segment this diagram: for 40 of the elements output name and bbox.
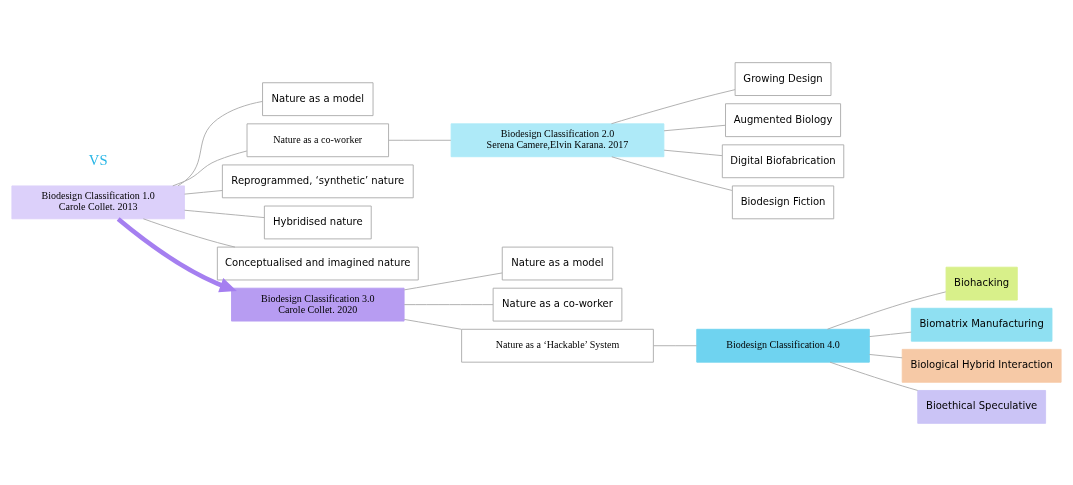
label: VS xyxy=(88,151,108,168)
node-box: Augmented Biology xyxy=(725,102,842,137)
node-box: Digital Biofabrication xyxy=(721,143,845,178)
node-box: Conceptualised and imagined nature xyxy=(216,246,419,280)
node-box: Biodesign Classification 3.0 Carole Collet. 2020 xyxy=(231,287,405,322)
node-box: Biomatrix Manufacturing xyxy=(910,307,1053,342)
connector xyxy=(403,272,503,290)
connector xyxy=(610,88,736,124)
connector xyxy=(663,124,726,131)
node-box: Nature as a ‘Hackable’ System xyxy=(461,328,654,363)
node-box: Nature as a co-worker xyxy=(492,287,623,322)
arrow xyxy=(116,216,237,292)
node-box: Biodesign Classification 4.0 xyxy=(696,328,870,363)
node-box: Nature as a model xyxy=(262,81,374,116)
node-box: Biodesign Classification 1.0 Carole Collet. 2013 xyxy=(11,184,185,219)
connector xyxy=(868,353,903,358)
connector xyxy=(184,209,265,218)
connector xyxy=(172,150,248,186)
connector xyxy=(829,361,919,391)
connector xyxy=(403,303,494,305)
connector xyxy=(611,155,733,191)
connector xyxy=(827,290,947,330)
node-box: Growing Design xyxy=(734,61,832,96)
connector xyxy=(184,189,223,195)
connector xyxy=(663,149,723,156)
node-box: Nature as a co-worker xyxy=(246,122,390,157)
connector xyxy=(868,331,912,337)
connector xyxy=(177,100,263,186)
node-box: Biodesign Fiction xyxy=(731,184,835,219)
node-box: Reprogrammed, ‘synthetic’ nature xyxy=(221,163,414,198)
connector xyxy=(388,139,452,141)
node-box: Hybridised nature xyxy=(263,205,372,239)
node-box: Nature as a model xyxy=(501,246,614,280)
connector xyxy=(403,318,462,330)
node-box: Biodesign Classification 2.0 Serena Camere,Elvin Karana. 2017 xyxy=(450,122,665,157)
node-box: Bioethical Speculative xyxy=(917,389,1047,424)
connector xyxy=(653,344,698,346)
connector xyxy=(142,217,236,248)
node-box: Biological Hybrid Interaction xyxy=(901,348,1062,383)
node-box: Biohacking xyxy=(945,266,1018,301)
